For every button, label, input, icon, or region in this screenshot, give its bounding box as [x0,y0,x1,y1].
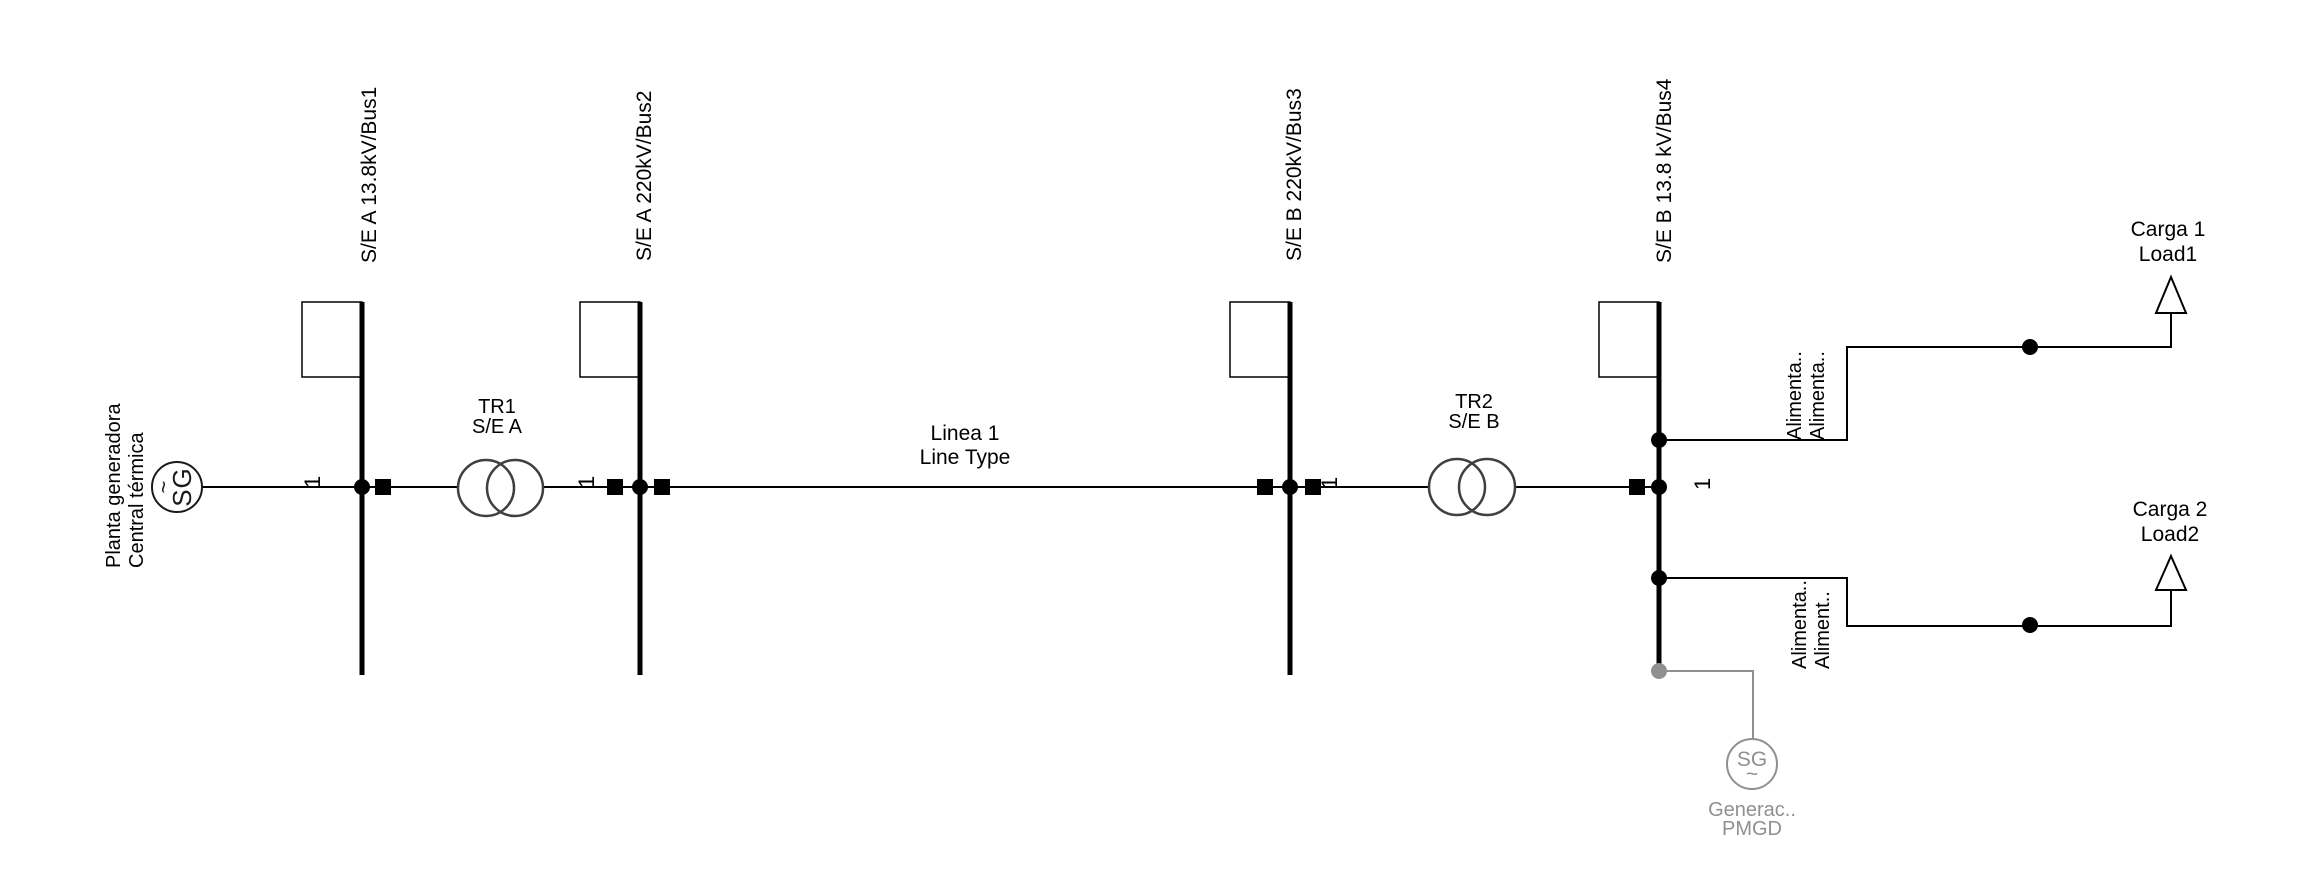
bus3-top-box[interactable] [1229,301,1291,378]
tr1-secondary-circle[interactable] [485,458,545,518]
feeder1-label-line2: Alimenta.. [1807,351,1829,440]
bus2-label: S/E A 220kV/Bus2 [633,90,656,261]
pmgd-connection-line[interactable] [1659,670,1754,739]
generator-symbol-text: ~ SG [151,467,197,507]
tr1-label: TR1 S/E A [472,397,522,437]
tr2-label: TR2 S/E B [1448,392,1499,432]
pmgd-symbol-text: SG ~ [1736,748,1768,786]
junction-bus4-tr2 [1651,479,1667,495]
cubicle-label-bus1: 1 [300,475,325,488]
tr1-name: TR1 [478,396,516,418]
transformer-tr1-symbol[interactable] [456,458,545,518]
load1-code: Load1 [2138,243,2198,266]
generator-label: Planta generadora Central térmica [103,403,149,568]
tr2-primary-circle[interactable] [1427,457,1487,517]
breaker-bus2-linea1[interactable] [654,479,670,495]
load1-label: Carga 1 Load1 [2131,217,2206,267]
tr1-primary-circle[interactable] [456,458,516,518]
tr2-substation: S/E B [1448,411,1500,433]
breaker-bus1-tr1[interactable] [375,479,391,495]
pmgd-label-line2: PMGD [1721,818,1782,840]
feeder1-line[interactable] [1659,313,2172,441]
bus4-label: S/E B 13.8 kV/Bus4 [1653,78,1676,263]
load1-name: Carga 1 [2130,218,2206,241]
bus3-label: S/E B 220kV/Bus3 [1283,88,1306,261]
pmgd-sg-text: SG [1736,748,1768,771]
tr1-substation: S/E A [471,416,523,438]
breaker-bus3-tr2[interactable] [1305,479,1321,495]
linea1-type: Line Type [919,446,1011,469]
load2-code: Load2 [2140,523,2200,546]
generator-label-line1: Planta generadora [103,403,125,568]
junction-bus2 [632,479,648,495]
linea1-label: Linea 1 Line Type [920,422,1011,470]
junction-bus4-feeder1 [1651,432,1667,448]
feeder2-line[interactable] [1659,577,2172,627]
cubicle-label-bus4: 1 [1690,477,1715,490]
bus1-label: S/E A 13.8kV/Bus1 [358,86,381,263]
feeder2-label-line2: Aliment.. [1812,591,1834,669]
load2-label: Carga 2 Load2 [2133,497,2208,547]
cubicle-label-bus2: 1 [574,475,599,488]
generator-label-line2: Central térmica [126,432,148,568]
transformer-tr2-symbol[interactable] [1427,457,1517,517]
junction-bus1 [354,479,370,495]
tr2-secondary-circle[interactable] [1457,457,1517,517]
junction-bus4-pmgd [1651,663,1667,679]
pmgd-tilde: ~ [1745,763,1759,786]
cubicle-label-bus3: 1 [1317,476,1342,489]
linea1-name: Linea 1 [930,422,1000,445]
generator-sg-text: SG [167,467,197,507]
breaker-bus2-tr1[interactable] [607,479,623,495]
feeder1-label: Alimenta.. Alimenta.. [1784,351,1830,440]
feeder2-label: Alimenta.. Aliment.. [1789,580,1835,669]
generator-symbol-circle[interactable] [151,461,203,513]
load2-symbol[interactable] [2154,553,2188,591]
bus4-top-box[interactable] [1598,301,1660,378]
tr2-name: TR2 [1455,391,1493,413]
junction-bus3 [1282,479,1298,495]
pmgd-label: Generac.. PMGD [1708,799,1796,840]
breaker-bus3-linea1[interactable] [1257,479,1273,495]
bus2-top-box[interactable] [579,301,641,378]
junction-feeder1 [2022,339,2038,355]
feeder1-label-line1: Alimenta.. [1784,351,1806,440]
load1-symbol[interactable] [2154,274,2188,314]
pmgd-label-line1: Generac.. [1708,799,1796,821]
pmgd-symbol-circle[interactable] [1726,738,1778,790]
load2-name: Carga 2 [2132,498,2208,521]
breaker-bus4-tr2[interactable] [1629,479,1645,495]
junction-feeder2 [2022,617,2038,633]
bus1-top-box[interactable] [301,301,363,378]
junction-bus4-feeder2 [1651,570,1667,586]
feeder2-label-line1: Alimenta.. [1789,580,1811,669]
